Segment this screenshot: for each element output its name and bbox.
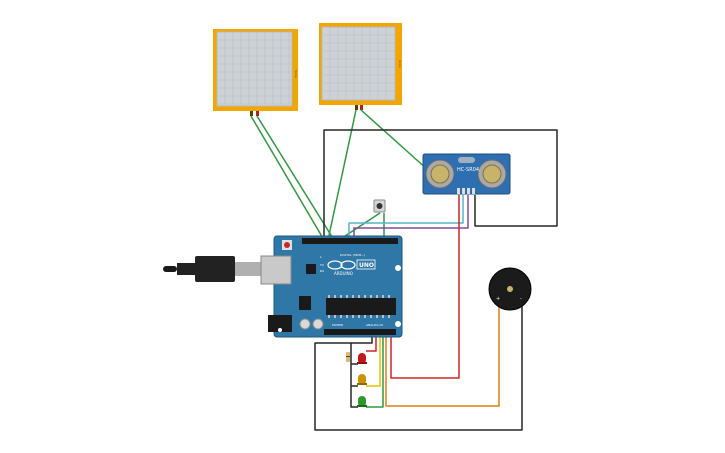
pushbutton-icon[interactable]: [376, 203, 383, 209]
led-yellow-body: [358, 374, 366, 385]
arduino-regulator: [299, 296, 311, 310]
ultrasonic-receiver-mesh: [482, 164, 502, 184]
arduino-power-label: POWER: [332, 323, 343, 327]
arduino-logo-left: [327, 260, 343, 270]
arduino-chip-pins: [328, 295, 390, 318]
buzzer-minus: -: [520, 296, 522, 302]
led-red[interactable]: [357, 353, 367, 364]
wire-green-1[interactable]: [250, 115, 325, 241]
arduino-usb-chip: [306, 264, 316, 274]
wire-yellow-led[interactable]: [366, 336, 381, 387]
arduino-rx-label: RX: [320, 269, 324, 273]
resistors[interactable]: [346, 352, 350, 362]
arduino-brand: ARDUINO: [334, 271, 353, 276]
arduino-l-label: L: [320, 255, 322, 259]
led-green[interactable]: [357, 396, 367, 407]
arduino-board: [273, 235, 403, 338]
arduino-mount-hole-2: [395, 321, 401, 327]
ultrasonic-pin-vcc[interactable]: [457, 188, 460, 194]
arduino-reset-button[interactable]: [284, 242, 290, 248]
ultrasonic-pin-echo[interactable]: [467, 188, 470, 194]
force-sensor-right-side-label: force: [398, 60, 402, 68]
wire-black-bottom-loop[interactable]: [314, 300, 523, 431]
arduino-mount-hole-1: [395, 265, 401, 271]
piezo-buzzer[interactable]: + -: [488, 267, 532, 311]
wires: [250, 109, 558, 431]
arduino-usb-port: [260, 255, 292, 285]
force-sensor-left-grid: [217, 32, 292, 106]
arduino-capacitor-1: [299, 318, 311, 330]
wire-green-3[interactable]: [327, 109, 357, 241]
usb-cable[interactable]: [163, 256, 261, 282]
arduino-microcontroller: [326, 298, 396, 315]
ultrasonic-label: HC-SR04: [457, 167, 479, 173]
usb-cable-connector: [235, 262, 261, 276]
led-yellow-base: [357, 383, 367, 385]
ultrasonic-transmitter-mesh: [430, 164, 450, 184]
arduino-power-jack: [268, 315, 292, 332]
force-sensor-left-pin-2[interactable]: [256, 111, 259, 116]
arduino-tx-label: TX: [319, 263, 324, 267]
pushbutton[interactable]: [373, 199, 386, 213]
buzzer-plus: +: [496, 296, 500, 302]
led-red-body: [358, 353, 366, 364]
led-yellow[interactable]: [357, 374, 367, 385]
wire-green-4[interactable]: [360, 109, 429, 171]
arduino-power-analog-header[interactable]: [324, 329, 396, 335]
usb-cable-icon[interactable]: [195, 256, 235, 282]
arduino-uno[interactable]: ARDUINO UNO DIGITAL (PWM~) POWER ANALOG …: [260, 235, 403, 338]
ultrasonic-pin-trig[interactable]: [462, 188, 465, 194]
arduino-digital-header[interactable]: [302, 238, 398, 244]
force-sensor-right-pad: [321, 26, 396, 101]
arduino-logo-right: [340, 260, 356, 270]
force-sensor-left-pad: [216, 31, 293, 107]
arduino-mount-hole-3: [278, 328, 282, 332]
led-green-body: [358, 396, 366, 407]
resistor-1-band: [346, 356, 350, 357]
force-sensor-right-pin-1[interactable]: [355, 105, 358, 110]
usb-cable-end: [163, 266, 177, 272]
wire-orange[interactable]: [385, 300, 500, 407]
wire-purple[interactable]: [353, 195, 469, 240]
arduino-model-box: [356, 259, 376, 270]
wire-black-top-loop[interactable]: [323, 129, 558, 240]
ultrasonic-sensor[interactable]: HC-SR04: [422, 153, 511, 195]
arduino-analog-label: ANALOG IN: [366, 323, 383, 327]
wire-red-power[interactable]: [390, 195, 460, 379]
arduino-digital-label: DIGITAL (PWM~): [340, 253, 365, 257]
ultrasonic-crystal: [458, 157, 475, 163]
force-sensor-right-pin-2[interactable]: [360, 105, 363, 110]
force-sensor-left-side-label: force: [294, 70, 298, 78]
force-sensor-left[interactable]: force: [213, 29, 298, 116]
buzzer-center: [507, 286, 513, 292]
led-green-base: [357, 405, 367, 407]
arduino-capacitor-2: [312, 318, 324, 330]
arduino-model: UNO: [359, 262, 374, 269]
wire-green-led[interactable]: [366, 336, 384, 408]
wire-green-2[interactable]: [256, 115, 335, 241]
wire-led-ground[interactable]: [350, 343, 358, 408]
wire-red-led[interactable]: [366, 336, 377, 352]
force-sensor-right[interactable]: force: [319, 23, 402, 110]
force-sensor-right-grid: [322, 27, 395, 100]
ultrasonic-pin-gnd[interactable]: [472, 188, 475, 194]
usb-cable-strain: [177, 263, 195, 275]
wire-cyan[interactable]: [348, 195, 464, 240]
led-red-base: [357, 362, 367, 364]
force-sensor-left-pin-1[interactable]: [250, 111, 253, 116]
